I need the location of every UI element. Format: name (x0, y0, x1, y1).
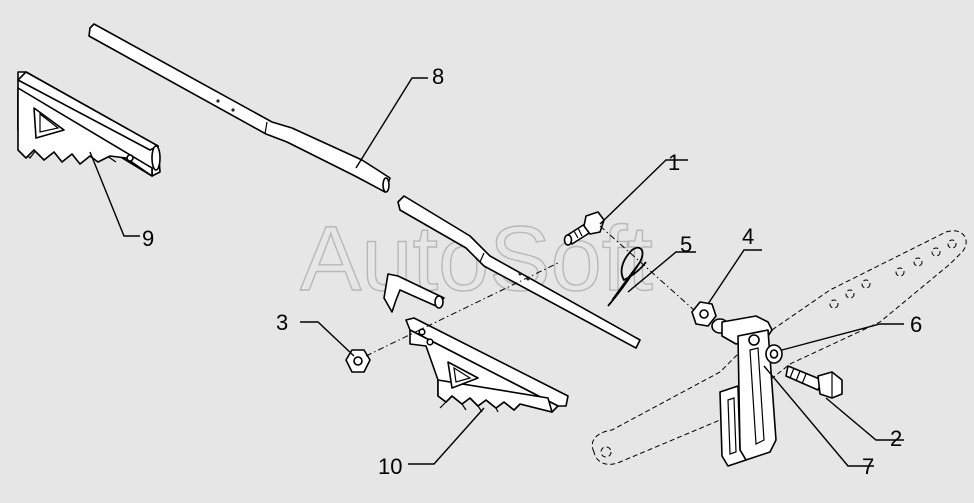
callout-6: 6 (910, 312, 922, 337)
callout-3: 3 (276, 310, 288, 335)
leader-line-8 (355, 77, 428, 169)
callout-10: 10 (378, 454, 402, 479)
part-9-step-bracket (17, 71, 161, 177)
phantom-lever-arm (591, 230, 967, 465)
part-5-r-clip (607, 246, 647, 307)
part-2-bolt (785, 365, 843, 399)
part-8-rod-lower (397, 195, 641, 349)
leader-line-5 (627, 251, 696, 293)
callout-5: 5 (680, 232, 692, 257)
axis-line-left (365, 261, 561, 357)
part-1-bolt (563, 211, 605, 246)
leader-line-1 (599, 159, 688, 225)
leader-line-10 (408, 407, 485, 465)
callout-4: 4 (742, 224, 754, 249)
leader-line-6 (781, 323, 904, 351)
part-8-rod (88, 23, 391, 193)
callout-8: 8 (432, 64, 444, 89)
axis-line-right (599, 225, 695, 311)
part-3-nut (345, 349, 371, 373)
leader-line-2 (825, 397, 904, 441)
callout-1: 1 (668, 150, 680, 175)
part-6-washer (765, 344, 783, 364)
leader-line-9 (89, 151, 140, 237)
part-10-step-bracket (383, 273, 569, 413)
leader-line-4 (707, 249, 762, 305)
leader-line-7 (763, 365, 874, 467)
leader-line-3 (300, 321, 355, 357)
callout-9: 9 (142, 226, 154, 251)
part-7-slotted-bracket (719, 315, 777, 467)
callout-2: 2 (890, 426, 902, 451)
callout-7: 7 (862, 454, 874, 479)
